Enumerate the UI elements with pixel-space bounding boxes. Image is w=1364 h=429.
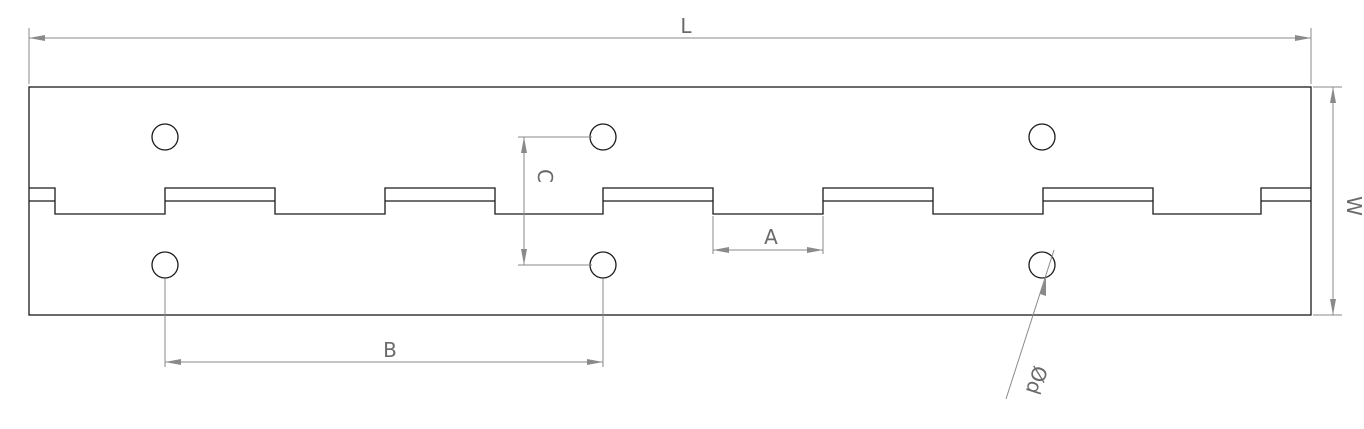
hole-top-right: [1028, 123, 1056, 151]
dimension-hole-diameter: Ød: [1005, 249, 1055, 400]
hole-bottom-left: [151, 251, 179, 279]
dimension-width: W: [1313, 86, 1364, 316]
label-hole-offset: C: [533, 169, 557, 183]
label-hole-diameter: Ød: [1021, 363, 1053, 397]
knuckle-profile-upper: [29, 187, 1311, 215]
label-width: W: [1342, 196, 1364, 216]
label-hole-pitch: B: [383, 338, 397, 362]
label-length: L: [680, 14, 692, 38]
hole-top-center: [589, 123, 617, 151]
dimension-knuckle: A: [712, 216, 824, 254]
hole-bottom-right: [1028, 251, 1056, 279]
dimension-length: L: [28, 14, 1312, 84]
dimension-hole-pitch: B: [164, 279, 604, 367]
hole-bottom-center: [589, 251, 617, 279]
dimension-hole-offset: C: [518, 136, 592, 266]
label-knuckle: A: [764, 225, 778, 249]
hole-top-left: [151, 123, 179, 151]
